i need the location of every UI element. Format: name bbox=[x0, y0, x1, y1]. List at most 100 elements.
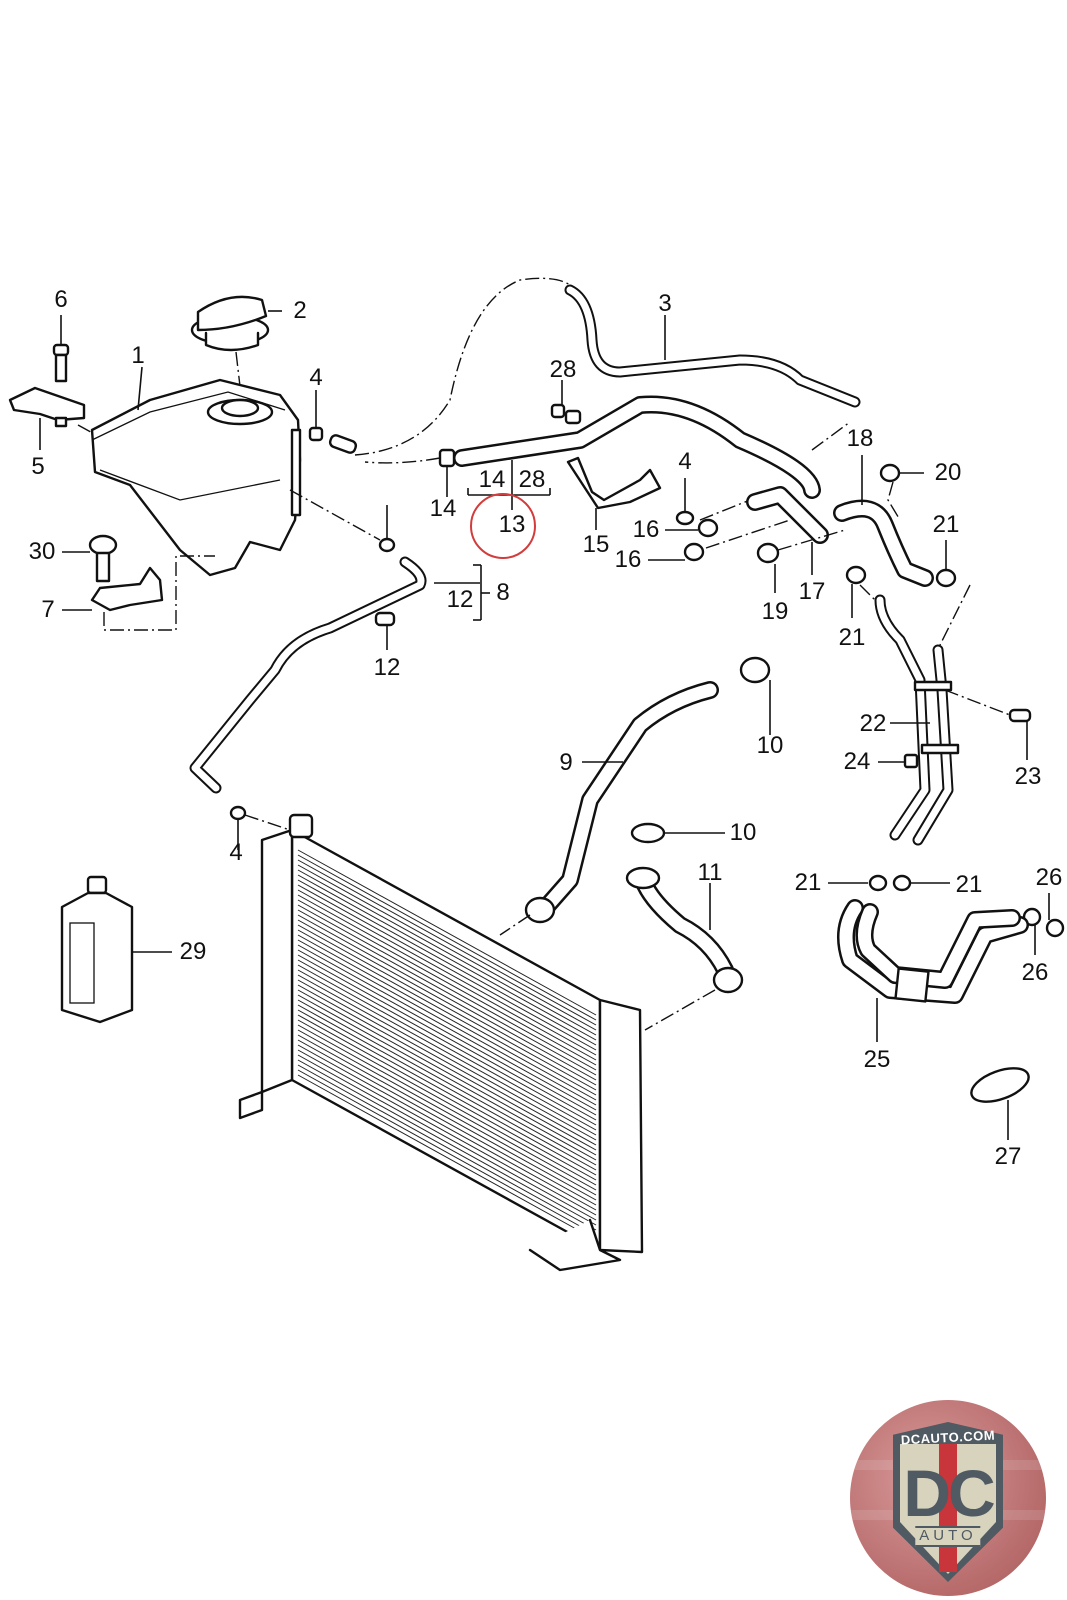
radiator-fin bbox=[297, 894, 597, 1061]
callout-9[interactable]: 9 bbox=[559, 749, 573, 776]
logo-main-text: DC bbox=[903, 1456, 995, 1530]
part-30-bolt bbox=[62, 534, 118, 583]
callout-23[interactable]: 23 bbox=[1014, 763, 1042, 790]
part-15-bracket bbox=[566, 456, 662, 530]
part-8-hose-assembly bbox=[189, 556, 490, 794]
part-21-clamps-lower bbox=[828, 874, 950, 892]
part-20-cap bbox=[879, 463, 924, 521]
radiator-fin bbox=[297, 929, 597, 1096]
radiator-fin bbox=[297, 1049, 597, 1216]
radiator-fin bbox=[297, 889, 597, 1056]
callout-14[interactable]: 14 bbox=[429, 495, 457, 522]
callout-5[interactable]: 5 bbox=[31, 453, 45, 480]
radiator-fin bbox=[297, 949, 597, 1116]
callout-21[interactable]: 21 bbox=[932, 511, 960, 538]
radiator-fin bbox=[297, 1059, 597, 1226]
part-7-bracket bbox=[62, 555, 215, 631]
part-9-hose bbox=[499, 681, 719, 936]
callout-1[interactable]: 1 bbox=[131, 342, 145, 369]
part-17-hose bbox=[746, 486, 829, 575]
part-22-pipe bbox=[874, 594, 1011, 846]
part-6-bolt bbox=[52, 315, 70, 383]
callout-6[interactable]: 6 bbox=[54, 286, 68, 313]
radiator-fin bbox=[297, 954, 597, 1121]
callout-16[interactable]: 16 bbox=[632, 516, 660, 543]
highlight-circle bbox=[470, 493, 536, 559]
radiator-fin bbox=[297, 859, 597, 1026]
radiator-fins bbox=[297, 849, 597, 1241]
callout-28[interactable]: 28 bbox=[518, 466, 546, 493]
radiator-fin bbox=[297, 914, 597, 1081]
radiator-fin bbox=[297, 879, 597, 1046]
radiator-fin bbox=[297, 944, 597, 1111]
part-4-clamp-top bbox=[308, 390, 358, 454]
callout-3[interactable]: 3 bbox=[658, 290, 672, 317]
part-19-clamp bbox=[756, 529, 846, 593]
callout-19[interactable]: 19 bbox=[761, 598, 789, 625]
part-4-clamp-bottom bbox=[229, 805, 291, 850]
part-23-bolt bbox=[1008, 708, 1032, 760]
callout-28[interactable]: 28 bbox=[549, 356, 577, 383]
part-28-clamp bbox=[550, 380, 582, 425]
callout-12[interactable]: 12 bbox=[373, 654, 401, 681]
part-10-clamp-upper bbox=[739, 656, 771, 735]
callout-12[interactable]: 12 bbox=[446, 586, 474, 613]
callout-21[interactable]: 21 bbox=[838, 624, 866, 651]
callout-29[interactable]: 29 bbox=[179, 938, 207, 965]
part-24-clip bbox=[878, 753, 919, 769]
radiator-fin bbox=[297, 1019, 597, 1186]
radiator-fin bbox=[297, 884, 597, 1051]
radiator-fin bbox=[297, 909, 597, 1076]
callout-22[interactable]: 22 bbox=[859, 710, 887, 737]
callout-17[interactable]: 17 bbox=[798, 578, 826, 605]
callout-15[interactable]: 15 bbox=[582, 531, 610, 558]
callout-21[interactable]: 21 bbox=[794, 869, 822, 896]
radiator-fin bbox=[297, 989, 597, 1156]
callout-4[interactable]: 4 bbox=[309, 364, 323, 391]
callout-18[interactable]: 18 bbox=[846, 425, 874, 452]
radiator-fin bbox=[297, 939, 597, 1106]
part-3-hose bbox=[354, 277, 861, 456]
callout-7[interactable]: 7 bbox=[41, 596, 55, 623]
callout-25[interactable]: 25 bbox=[863, 1046, 891, 1073]
radiator-fin bbox=[297, 984, 597, 1151]
radiator-fin bbox=[297, 1039, 597, 1206]
callout-10[interactable]: 10 bbox=[756, 732, 784, 759]
radiator-fin bbox=[297, 1024, 597, 1191]
logo-sub-text: AUTO bbox=[915, 1526, 981, 1547]
part-26-clamps bbox=[1022, 893, 1065, 955]
callout-14[interactable]: 14 bbox=[478, 466, 506, 493]
radiator-fin bbox=[297, 1034, 597, 1201]
radiator-fin bbox=[297, 1009, 597, 1176]
part-1-expansion-tank bbox=[90, 366, 302, 577]
callout-11[interactable]: 11 bbox=[697, 859, 723, 886]
radiator bbox=[238, 813, 644, 1272]
callout-24[interactable]: 24 bbox=[843, 748, 871, 775]
callout-26[interactable]: 26 bbox=[1035, 864, 1063, 891]
callout-13[interactable]: 13 bbox=[498, 511, 526, 538]
part-14-nut bbox=[364, 448, 456, 497]
radiator-fin bbox=[297, 864, 597, 1031]
part-27-seal bbox=[970, 1067, 1030, 1140]
callout-10[interactable]: 10 bbox=[729, 819, 757, 846]
callout-4[interactable]: 4 bbox=[229, 839, 243, 866]
radiator-fin bbox=[297, 964, 597, 1131]
part-5-bracket bbox=[8, 386, 99, 450]
radiator-fin bbox=[297, 974, 597, 1141]
callout-27[interactable]: 27 bbox=[994, 1143, 1022, 1170]
callout-16[interactable]: 16 bbox=[614, 546, 642, 573]
callout-20[interactable]: 20 bbox=[934, 459, 962, 486]
callout-2[interactable]: 2 bbox=[293, 297, 307, 324]
radiator-fin bbox=[297, 1029, 597, 1196]
radiator-fin bbox=[297, 924, 597, 1091]
radiator-fin bbox=[297, 959, 597, 1126]
callout-26[interactable]: 26 bbox=[1021, 959, 1049, 986]
callout-4[interactable]: 4 bbox=[678, 448, 692, 475]
radiator-fin bbox=[297, 874, 597, 1041]
callout-8[interactable]: 8 bbox=[496, 579, 510, 606]
callout-21[interactable]: 21 bbox=[955, 871, 983, 898]
part-11-hose bbox=[625, 866, 744, 1031]
callout-30[interactable]: 30 bbox=[28, 538, 56, 565]
radiator-fin bbox=[297, 1054, 597, 1221]
